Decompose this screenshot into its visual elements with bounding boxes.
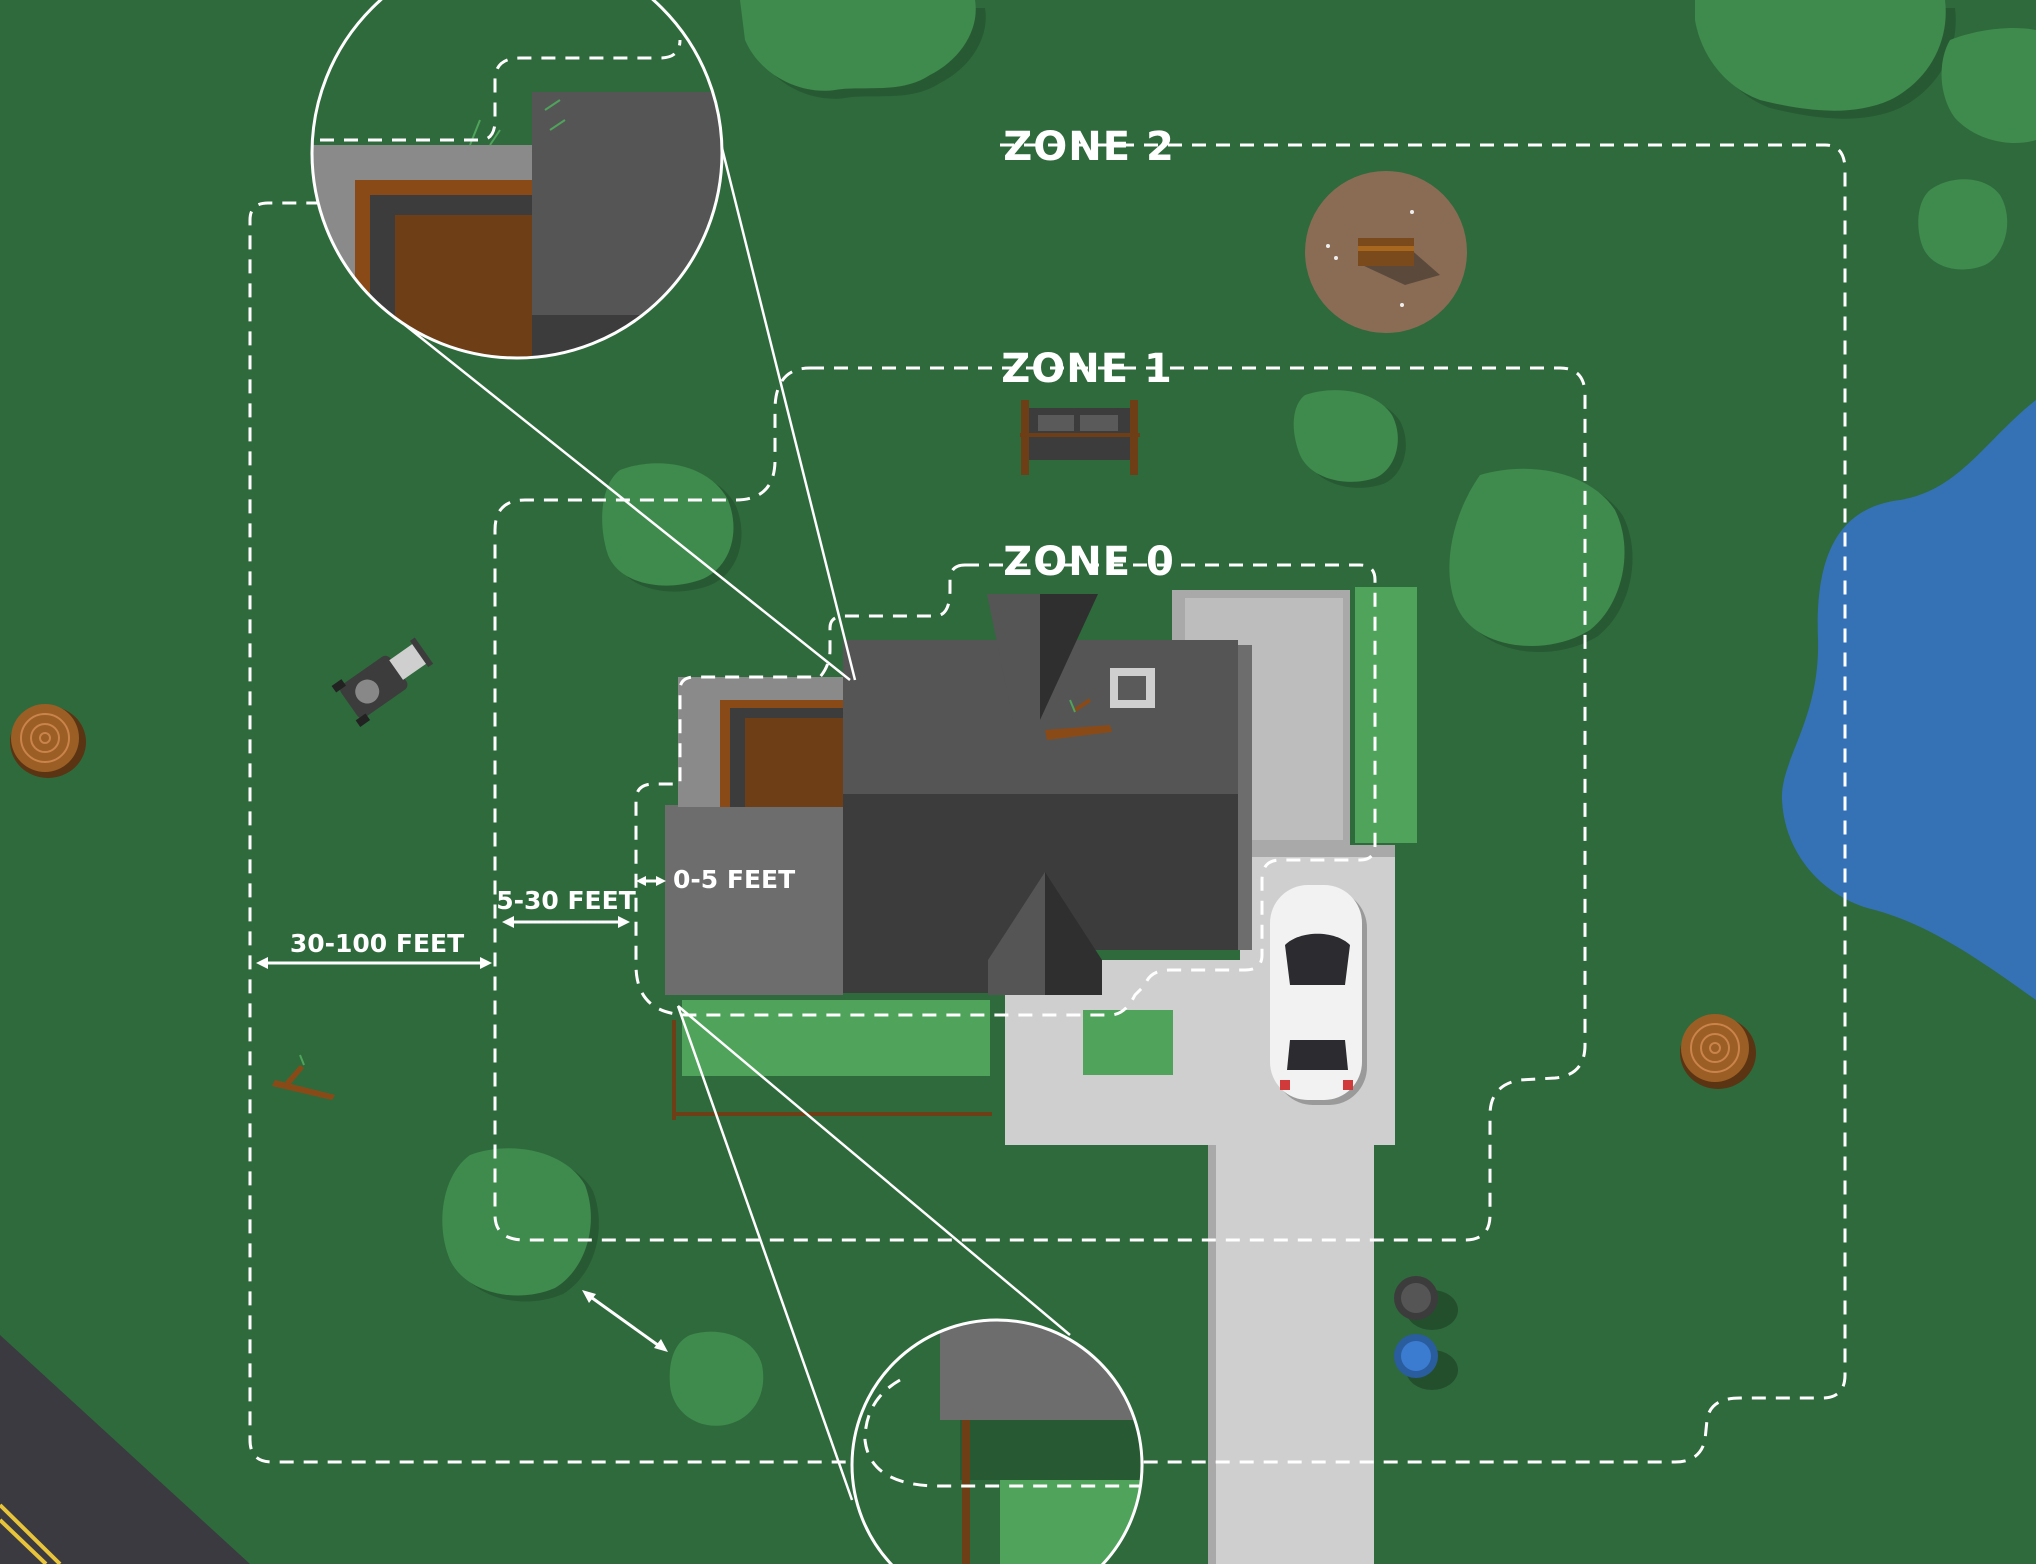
distance-label-zone-2: 30-100 FEET (290, 929, 464, 958)
distance-arrow-zone-1 (502, 916, 630, 928)
hedge (1083, 1010, 1173, 1075)
stump-icon (10, 704, 86, 778)
zone-1-label: ZONE 1 (1001, 346, 1173, 392)
mulch-bed (678, 677, 843, 807)
road (0, 1335, 250, 1564)
lawn-mower-icon (331, 637, 434, 727)
fence (672, 1020, 992, 1120)
firewood-icon (272, 1054, 335, 1100)
tree-icon (669, 1331, 764, 1426)
hedge (682, 1000, 990, 1076)
driveway (1005, 845, 1395, 1564)
zone-2-boundary (248, 143, 1847, 1464)
tree-icon (1449, 468, 1633, 653)
tree-icon (1293, 390, 1406, 488)
tree-icon (1695, 0, 1956, 119)
tree-icon (740, 0, 986, 99)
distance-arrow-zone-2 (256, 957, 492, 969)
trash-bin-icon (1394, 1276, 1458, 1330)
distance-label-zone-1: 5-30 FEET (496, 886, 636, 915)
stump-icon (1680, 1014, 1756, 1089)
zone-2-label: ZONE 2 (1003, 124, 1175, 170)
trash-bin-icon (1394, 1334, 1458, 1390)
distance-arrow-zone-0 (636, 876, 666, 886)
zone-0-boundary (634, 563, 1377, 1017)
tree-icon (1918, 179, 2008, 270)
zone-0-label: ZONE 0 (1003, 539, 1175, 585)
distance-label-zone-0: 0-5 FEET (673, 865, 795, 894)
fire-pit-icon (1305, 171, 1467, 333)
hedge (1355, 587, 1417, 843)
tree-icon (442, 1148, 599, 1302)
tree-spacing-arrow (582, 1290, 668, 1352)
bench-icon (1020, 400, 1140, 475)
tree-icon (1941, 28, 2036, 144)
car-icon (1270, 885, 1367, 1105)
detail-callout-bottom (676, 1005, 1144, 1564)
detail-callout-top (310, 0, 857, 681)
